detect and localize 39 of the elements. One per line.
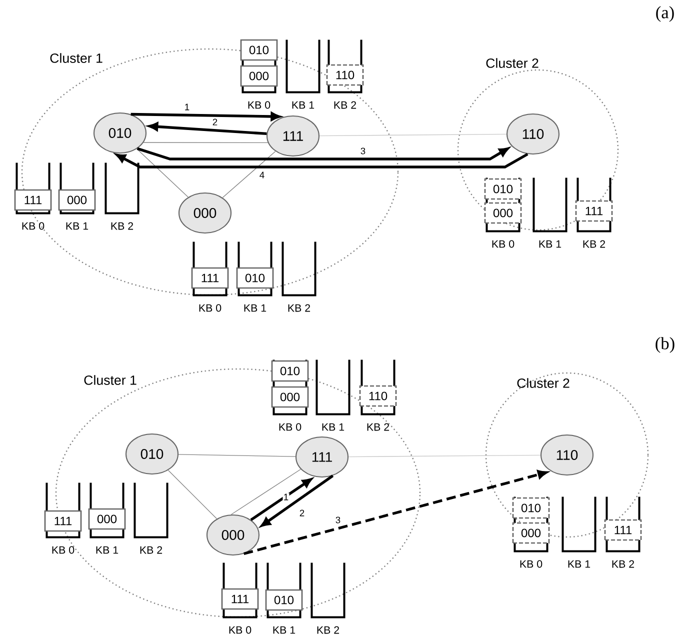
data-block: 111 bbox=[575, 200, 613, 222]
data-block: 000 bbox=[484, 202, 522, 224]
data-block: 111 bbox=[44, 510, 82, 532]
connector-line bbox=[178, 454, 296, 457]
data-block: 111 bbox=[14, 189, 52, 211]
node-label: Cluster 2 bbox=[486, 58, 538, 68]
edge-label: 4 bbox=[258, 171, 266, 179]
data-block: 000 bbox=[271, 386, 309, 408]
panel-label: (b) bbox=[656, 337, 674, 353]
bucket: KB 1 bbox=[316, 360, 350, 431]
bucket: KB 2 bbox=[104, 162, 140, 230]
data-block: 000 bbox=[240, 65, 278, 87]
connector-line bbox=[348, 454, 541, 458]
connector-line bbox=[143, 142, 268, 144]
data-block: 111 bbox=[221, 588, 259, 610]
edge-label: 3 bbox=[360, 147, 366, 155]
data-block: 010 bbox=[240, 39, 278, 61]
connector-line bbox=[168, 470, 218, 520]
data-block: 111 bbox=[191, 267, 229, 289]
bucket: KB 2 bbox=[134, 482, 168, 554]
panel-label: (a) bbox=[656, 6, 674, 22]
connector-line bbox=[319, 134, 507, 136]
data-block: 000 bbox=[58, 189, 96, 211]
connector-line bbox=[136, 148, 188, 198]
data-block: 010 bbox=[265, 589, 303, 611]
data-block: 110 bbox=[326, 64, 364, 86]
data-block: 000 bbox=[88, 508, 126, 530]
data-block: 111 bbox=[604, 519, 642, 541]
bucket: KB 1 bbox=[532, 178, 568, 248]
data-block: 010 bbox=[236, 267, 274, 289]
arrow bbox=[136, 147, 509, 160]
data-block: 110 bbox=[359, 385, 397, 407]
bucket: KB 1 bbox=[286, 40, 320, 109]
bucket: KB 2 bbox=[282, 242, 316, 312]
bucket: KB 2 bbox=[310, 562, 346, 634]
data-block: 010 bbox=[484, 178, 522, 200]
connector-line bbox=[222, 151, 276, 198]
arrow bbox=[116, 152, 528, 168]
edge-label: 1 bbox=[184, 103, 190, 111]
